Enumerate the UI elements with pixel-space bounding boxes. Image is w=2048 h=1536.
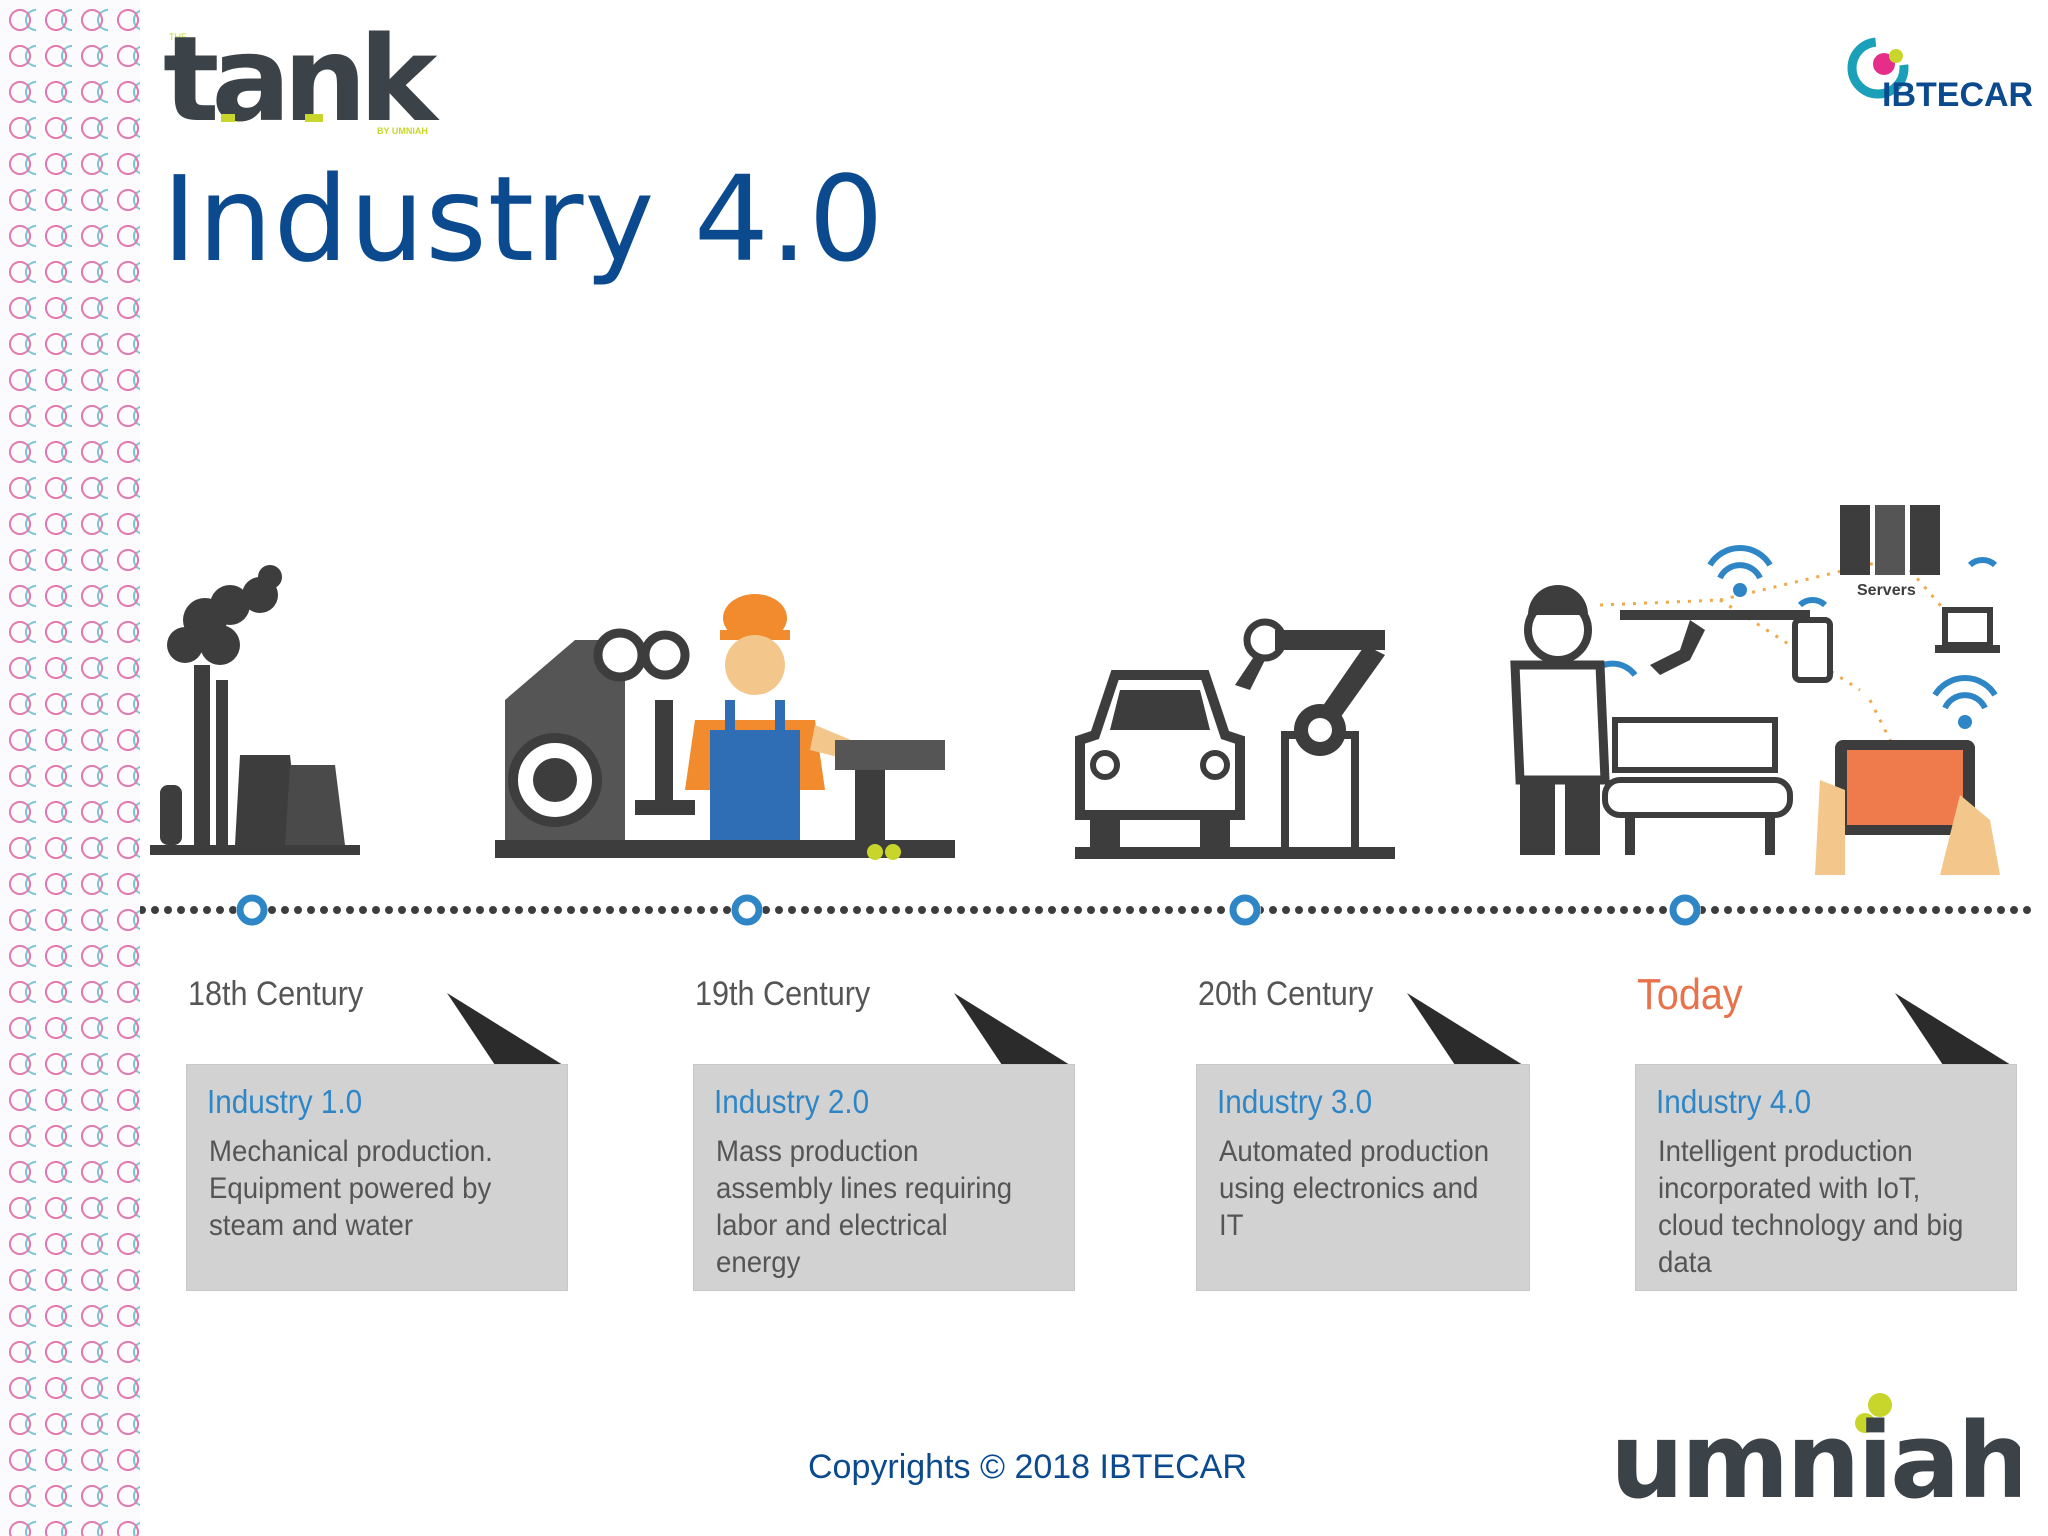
card-pointer-3 [1407, 993, 1523, 1065]
timeline-marker-1 [236, 894, 268, 926]
tank-logo-small: THE [169, 32, 187, 42]
stage-card-4: Industry 4.0 Intelligent production inco… [1636, 1065, 2016, 1290]
stage-heading-3: Industry 3.0 [1217, 1083, 1373, 1120]
stage-heading-4: Industry 4.0 [1656, 1083, 1812, 1120]
factory-icon [150, 565, 360, 855]
stage-heading-2: Industry 2.0 [714, 1083, 870, 1120]
era-label-4: Today [1637, 970, 1743, 1019]
stage-card-1: Industry 1.0 Mechanical production. Equi… [187, 1065, 567, 1290]
umniah-wordmark: umniah [1610, 1400, 2020, 1515]
stage-description-3: Automated production using electronics a… [1219, 1135, 1490, 1242]
tank-logo-byline: BY UMNIAH [377, 126, 428, 136]
ibtecar-logo: IBTECAR [1847, 37, 2033, 114]
decorative-pattern-strip [0, 0, 140, 1536]
card-pointer-4 [1895, 993, 2011, 1065]
smart-factory-icon: Servers [1510, 505, 2000, 875]
stage-description-4: Intelligent production incorporated with… [1658, 1135, 1964, 1279]
robot-arm-car-icon [1075, 618, 1395, 859]
tank-logo-wordmark: tank [163, 18, 440, 143]
umniah-logo: umniah [1610, 1393, 2020, 1515]
era-label-3: 20th Century [1198, 975, 1374, 1013]
timeline [140, 894, 2039, 926]
copyright-text: Copyrights © 2018 IBTECAR [808, 1448, 1247, 1486]
ibtecar-wordmark: IBTECAR [1882, 76, 2033, 114]
stage-card-3: Industry 3.0 Automated production using … [1197, 1065, 1529, 1290]
era-label-2: 19th Century [695, 975, 871, 1013]
stage-description-1: Mechanical production. Equipment powered… [209, 1135, 493, 1242]
timeline-marker-2 [731, 894, 763, 926]
card-pointer-1 [447, 993, 563, 1065]
servers-label: Servers [1857, 582, 1916, 599]
stage-heading-1: Industry 1.0 [207, 1083, 363, 1120]
card-pointer-2 [954, 993, 1070, 1065]
timeline-marker-4 [1669, 894, 1701, 926]
era-label-1: 18th Century [188, 975, 364, 1013]
timeline-marker-3 [1229, 894, 1261, 926]
assembly-worker-icon [495, 594, 955, 860]
stage-card-2: Industry 2.0 Mass production assembly li… [694, 1065, 1074, 1290]
page-title: Industry 4.0 [162, 150, 885, 288]
stage-description-2: Mass production assembly lines requiring… [716, 1135, 1013, 1279]
tank-logo: THE tank BY UMNIAH [163, 18, 448, 143]
